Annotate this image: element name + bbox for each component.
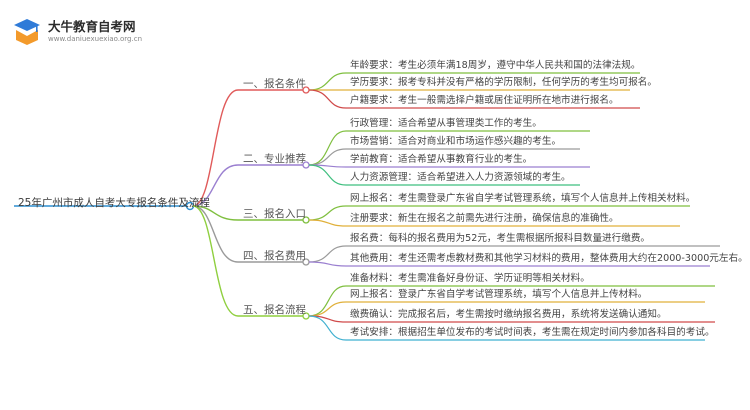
leaf-text: 其他费用：考生还需考虑教材费和其他学习材料的费用，整体费用大约在2000-300… — [350, 253, 748, 264]
leaf-connector — [308, 245, 347, 263]
leaf-connector — [308, 164, 347, 186]
graduation-book-icon — [14, 19, 40, 45]
leaf-connector — [308, 130, 347, 166]
leaf-text: 学前教育：适合希望从事教育行业的考生。 — [350, 154, 533, 165]
branch-connector — [192, 205, 239, 263]
branch-connector — [192, 89, 239, 207]
branch-connector — [192, 205, 239, 317]
branch-label: 五、报名流程 — [243, 304, 306, 316]
leaf-connector — [308, 261, 347, 267]
leaf-text: 市场营销：适合对商业和市场运作感兴趣的考生。 — [350, 136, 562, 147]
branch-connector — [192, 164, 239, 207]
branch-label: 四、报名费用 — [243, 250, 306, 262]
leaf-text: 缴费确认：完成报名后，考生需按时缴纳报名费用，系统将发送确认通知。 — [350, 309, 667, 320]
leaf-text: 准备材料：考生需准备好身份证、学历证明等相关材料。 — [350, 273, 590, 284]
leaf-connector — [308, 72, 347, 91]
root-topic: 25年广州市成人自考大专报名条件及流程 — [18, 197, 210, 209]
leaf-connector — [308, 148, 347, 166]
leaf-text: 考试安排：根据招生单位发布的考试时间表，考生需在规定时间内参加各科目的考试。 — [350, 327, 715, 338]
leaf-text: 行政管理：适合希望从事管理类工作的考生。 — [350, 118, 542, 129]
logo-url: www.daniuexuexiao.org.cn — [48, 35, 143, 43]
leaf-text: 注册要求：新生在报名之前需先进行注册，确保信息的准确性。 — [350, 213, 619, 224]
leaf-text: 年龄要求：考生必须年满18周岁，遵守中华人民共和国的法律法规。 — [350, 60, 641, 71]
leaf-text: 报名费：每科的报名费用为52元，考生需根据所报科目数量进行缴费。 — [350, 233, 651, 244]
site-logo: 大牛教育自考网 www.daniuexuexiao.org.cn — [12, 14, 162, 50]
branch-label: 一、报名条件 — [243, 78, 306, 90]
leaf-text: 人力资源管理：适合希望进入人力资源领域的考生。 — [350, 172, 571, 183]
leaf-text: 网上报名：考生需登录广东省自学考试管理系统，填写个人信息并上传相关材料。 — [350, 193, 696, 204]
branch-label: 二、专业推荐 — [243, 153, 306, 165]
branch-label: 三、报名入口 — [243, 208, 306, 220]
leaf-connector — [308, 315, 347, 341]
leaf-text: 户籍要求：考生一般需选择户籍或居住证明所在地市进行报名。 — [350, 95, 619, 106]
leaf-text: 学历要求：报考专科并没有严格的学历限制，任何学历的考生均可报名。 — [350, 77, 657, 88]
leaf-connector — [308, 219, 347, 227]
leaf-connector — [308, 301, 347, 317]
leaf-text: 网上报名：登录广东省自学考试管理系统，填写个人信息并上传材料。 — [350, 289, 648, 300]
logo-title: 大牛教育自考网 — [48, 19, 136, 34]
leaf-connector — [308, 89, 347, 109]
leaf-connector — [308, 205, 347, 221]
leaf-connector — [308, 285, 347, 317]
